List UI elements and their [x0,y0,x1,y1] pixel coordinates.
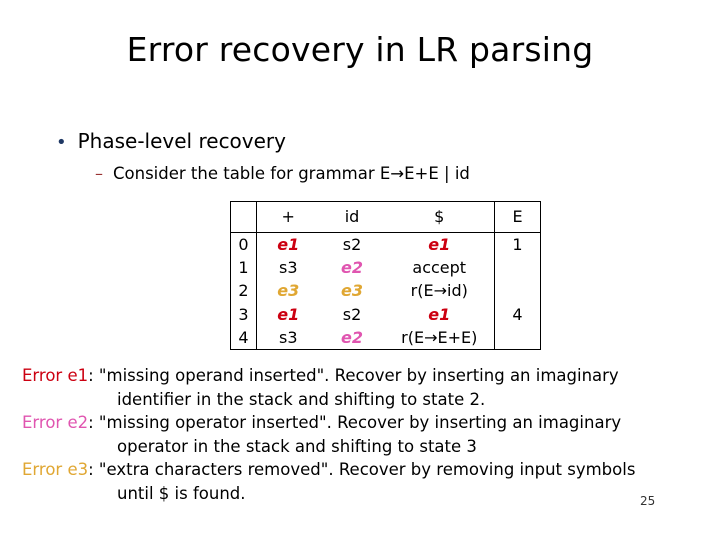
error-tag-e2: Error e2 [22,413,89,432]
cell-goto-E [495,256,541,279]
page-title: Error recovery in LR parsing [126,30,594,69]
bullet-phase-level-recovery: • Phase-level recovery [56,128,286,156]
header-cell-state [230,201,257,233]
cell-goto-E [494,325,541,350]
cell-state: 1 [230,256,257,280]
cell-action-id: e3 [341,281,363,301]
table-row: 0 e1 s2 e1 1 [230,232,541,257]
cell-state: 2 [230,279,257,303]
cell-action-plus: e1 [277,304,300,324]
table-row: 4 s3 e2 r(E→E+E) [230,325,541,350]
error-description-e3: Error e3: "extra characters removed". Re… [22,458,720,505]
table-header-row: + id $ E [230,201,541,233]
cell-action-id: s2 [342,304,362,324]
header-cell-E: E [494,201,541,233]
table-row: 3 e1 s2 e1 4 [230,302,541,326]
cell-action-id: e2 [319,325,385,350]
cell-state: 0 [230,232,257,257]
cell-action-dollar: r(E→id) [384,279,495,303]
cell-action-dollar: r(E→E+E) [384,325,495,350]
cell-state: 3 [230,302,257,326]
error-text-e3-line2: until $ is found. [117,483,246,503]
error-text-e2-line2: operator in the stack and shifting to st… [117,436,477,456]
cell-action-dollar: e1 [384,302,495,326]
cell-action-id: e2 [341,258,363,278]
cell-action-dollar: e1 [384,232,495,257]
header-cell-id: id [319,201,385,233]
error-descriptions: Error e1: "missing operand inserted". Re… [22,364,720,505]
error-text-e1-line1: : "missing operand inserted". Recover by… [88,366,619,385]
error-text-e3-line1: : "extra characters removed". Recover by… [88,460,636,479]
slide-page-number: 25 [640,494,656,508]
error-text-e1-line2: identifier in the stack and shifting to … [117,389,486,409]
header-cell-dollar: $ [384,201,495,233]
cell-action-plus: e1 [277,235,300,255]
cell-action-dollar: accept [384,256,495,280]
cell-action-id: s2 [342,235,362,255]
header-cell-plus: + [256,201,320,233]
cell-action-plus: s3 [256,325,320,350]
lr-parse-table: + id $ E 0 e1 s2 e1 1 1 s3 e2 accept 2 e… [230,201,541,350]
error-description-e2: Error e2: "missing operator inserted". R… [22,411,720,458]
error-text-e2-line1: : "missing operator inserted". Recover b… [88,413,622,432]
cell-action-plus: e3 [277,281,300,301]
cell-goto-E: 4 [512,304,523,324]
bullet-level1-label: Phase-level recovery [77,129,286,153]
bullet-consider-table: – Consider the table for grammar E→E+E |… [95,163,470,185]
cell-state: 4 [230,325,257,350]
table-row: 2 e3 e3 r(E→id) [230,279,541,303]
error-tag-e1: Error e1 [22,366,89,385]
cell-action-plus: s3 [278,258,298,278]
error-description-e1: Error e1: "missing operand inserted". Re… [22,364,720,411]
bullet-level2-label: Consider the table for grammar E→E+E | i… [113,164,470,183]
table-row: 1 s3 e2 accept [230,256,541,280]
cell-goto-E [495,279,541,302]
bullet-dash-icon: – [95,164,103,183]
bullet-dot-icon: • [56,132,67,153]
error-tag-e3: Error e3 [22,460,89,479]
cell-goto-E: 1 [512,235,523,255]
